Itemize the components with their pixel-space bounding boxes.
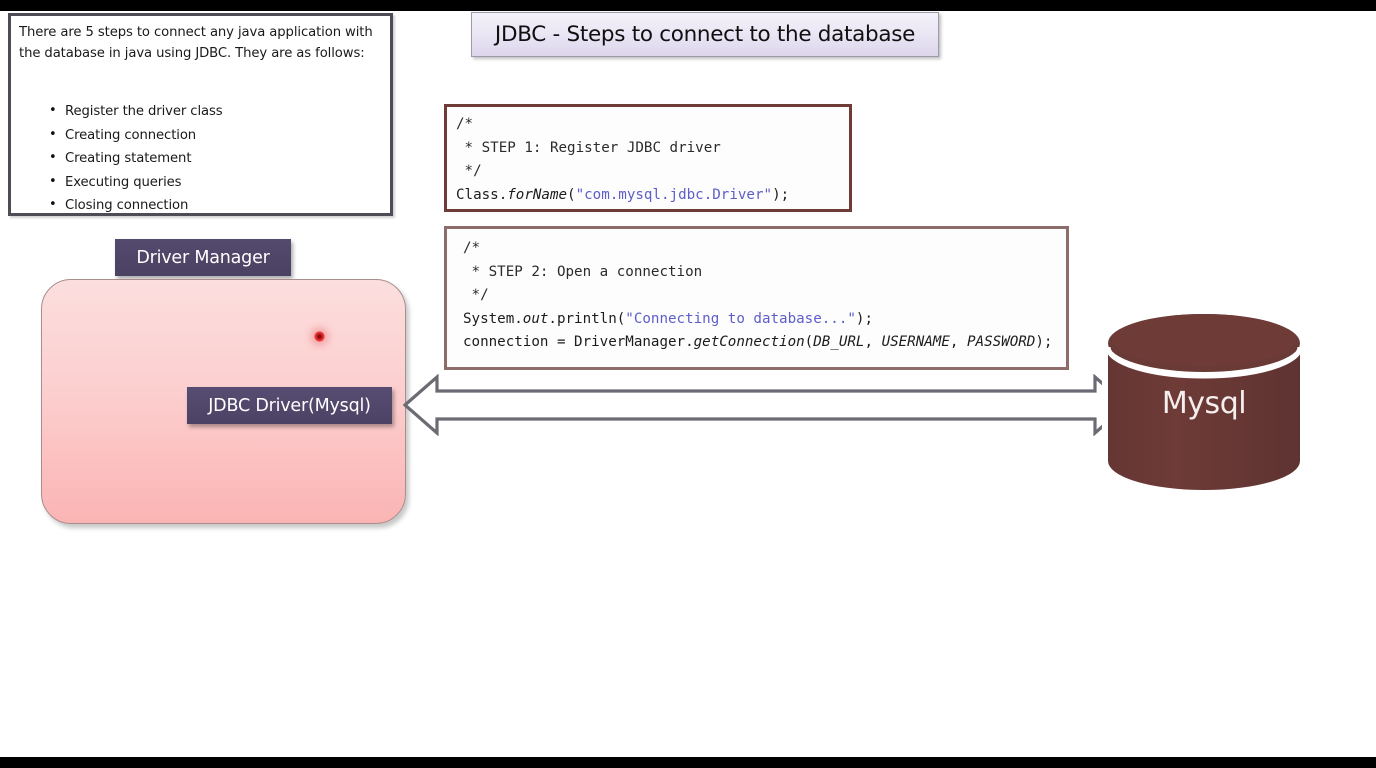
code-token: DB_URL [813,334,865,350]
code-line: * STEP 2: Open a connection [463,261,1066,285]
code-token: Class. [456,186,508,203]
code-token: * STEP 2: Open a connection [463,263,703,280]
code-token: forName [507,186,568,203]
driver-manager-label: Driver Manager [115,239,291,276]
driver-manager-label-text: Driver Manager [136,247,270,268]
code-token: System. [463,310,523,327]
code-line: /* [463,237,1066,261]
code-token: * STEP 1: Register JDBC driver [456,139,721,156]
code-token: */ [463,287,489,303]
code-token: */ [456,163,482,179]
list-item: Creating connection [49,123,223,148]
steps-intro-text: There are 5 steps to connect any java ap… [19,25,373,61]
list-item: Executing queries [49,170,223,195]
code-block-step-2: /* * STEP 2: Open a connection */ System.… [444,226,1069,370]
code-block-step-1: /* * STEP 1: Register JDBC driver */ Clas… [444,104,852,212]
code-line: connection = DriverManager.getConnection… [463,331,1066,355]
steps-panel: There are 5 steps to connect any java ap… [8,13,393,216]
code-token: "Connecting to database..." [625,310,856,327]
code-line: * STEP 1: Register JDBC driver [456,137,849,161]
code-token: connection = DriverManager. [463,334,694,350]
page-title-label: JDBC - Steps to connect to the database [494,22,916,47]
bidirectional-arrow-icon [403,374,1129,436]
code-line: Class.forName("com.mysql.jdbc.Driver"); [456,184,849,208]
code-token: , [864,334,882,350]
code-token: ( [804,334,814,350]
list-item: Creating statement [49,146,223,171]
code-token: USERNAME [881,334,950,350]
code-token: ); [1035,334,1053,350]
code-line: /* [456,113,849,137]
code-token: getConnection [693,334,805,350]
page-title: JDBC - Steps to connect to the database [471,12,939,57]
list-item: Closing connection [49,193,223,218]
code-line: */ [463,284,1066,308]
code-token: PASSWORD [967,334,1036,350]
letterbox-bottom-bar [0,757,1376,768]
code-token: ( [567,186,576,203]
database-cylinder-icon [1102,308,1306,497]
code-token: "com.mysql.jdbc.Driver" [575,186,773,203]
code-token: ); [772,186,790,203]
code-token: out [522,310,549,327]
steps-list: Register the driver class Creating conne… [41,99,223,218]
letterbox-top-bar [0,0,1376,11]
status-indicator-dot [314,331,325,342]
code-line: */ [456,160,849,184]
code-token: /* [463,240,481,256]
jdbc-driver-label-text: JDBC Driver(Mysql) [208,395,371,416]
jdbc-driver-label: JDBC Driver(Mysql) [187,387,392,424]
code-token: , [949,334,967,350]
code-token: /* [456,116,474,132]
code-token: ); [855,310,874,327]
list-item: Register the driver class [49,99,223,124]
code-line: System.out.println("Connecting to databa… [463,308,1066,332]
code-token: .println( [548,310,626,327]
